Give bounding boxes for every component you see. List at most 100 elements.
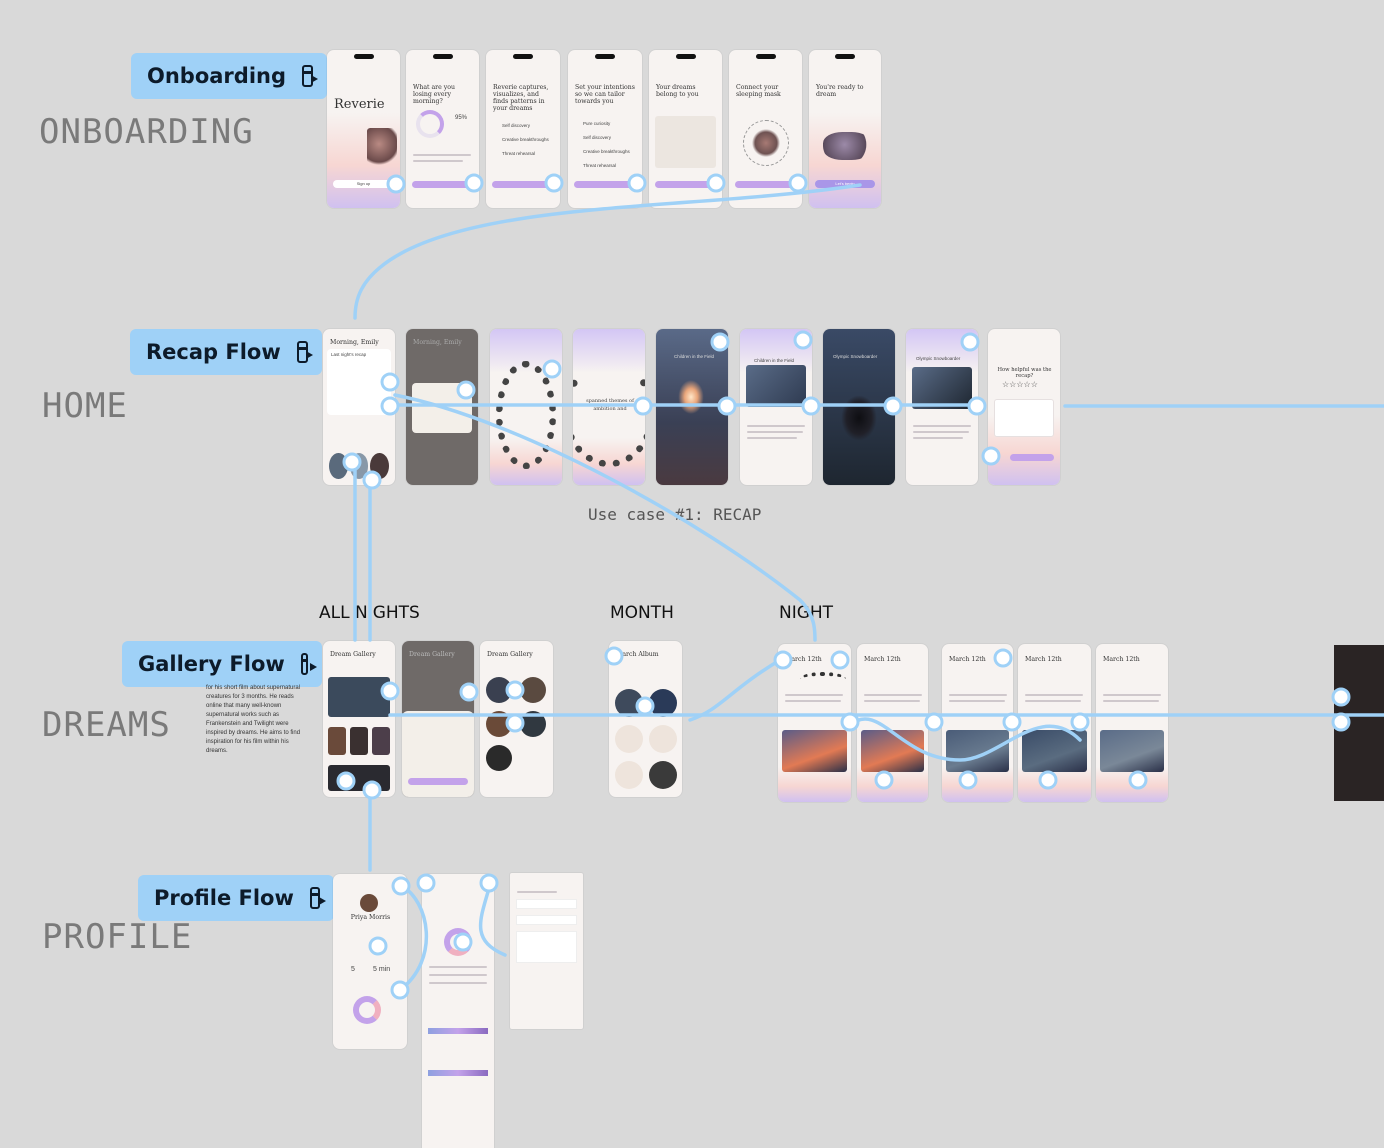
signup-button[interactable]: Sign up xyxy=(333,180,394,188)
apply-filter-button[interactable] xyxy=(408,778,468,785)
feedback-question: How helpful was the recap? xyxy=(997,367,1052,379)
play-flow-icon[interactable] xyxy=(300,653,318,675)
dream-circle[interactable] xyxy=(520,677,546,703)
rating-stars[interactable]: ☆☆☆☆☆ xyxy=(1002,380,1038,389)
snowboarder-image xyxy=(841,395,877,441)
dream-thumbnail[interactable] xyxy=(328,765,390,791)
feedback-textarea[interactable] xyxy=(994,399,1054,437)
play-flow-icon[interactable] xyxy=(302,65,318,87)
lets-begin-button[interactable]: Let's begin xyxy=(815,180,875,188)
recap-modal[interactable] xyxy=(412,383,472,433)
recap-card[interactable] xyxy=(327,349,391,415)
recap-screen-1[interactable]: Morning, Emily Last night's recap xyxy=(323,329,395,485)
settings-row[interactable] xyxy=(516,915,577,925)
onboarding-screen-3[interactable]: Reverie captures, visualizes, and finds … xyxy=(486,50,560,208)
gallery-screen-2[interactable]: Dream Gallery xyxy=(402,641,474,797)
submit-button[interactable] xyxy=(1010,454,1054,461)
recap-screen-6[interactable]: Children in the Field xyxy=(740,329,812,485)
play-flow-icon[interactable] xyxy=(309,887,327,909)
recap-screen-2[interactable]: Morning, Emily xyxy=(406,329,478,485)
recap-screen-8[interactable]: Olympic Snowboarder xyxy=(906,329,978,485)
screen-title: March 12th xyxy=(949,656,986,663)
settings-row[interactable] xyxy=(516,899,577,909)
flow-tag-onboarding[interactable]: Onboarding xyxy=(131,53,327,99)
recap-screen-4[interactable]: spanned themes of ambition and xyxy=(573,329,645,485)
intention-option[interactable]: Threat rehearsal xyxy=(583,163,617,168)
dream-carousel[interactable] xyxy=(496,361,556,469)
intention-option[interactable]: Creative breakthroughs xyxy=(583,149,630,154)
dream-circle[interactable] xyxy=(649,761,677,789)
benefit-item: Creative breakthroughs xyxy=(502,137,549,142)
dream-title: Children in the Field xyxy=(674,354,715,359)
night-screen-4[interactable]: March 12th xyxy=(1018,644,1091,802)
settings-screen[interactable] xyxy=(510,873,583,1029)
screen-title: Set your intentions so we can tailor tow… xyxy=(575,84,635,105)
phone-notch xyxy=(353,54,374,59)
onboarding-screen-5[interactable]: Your dreams belong to you xyxy=(649,50,722,208)
screen-title: You're ready to dream xyxy=(816,84,864,98)
column-heading-month: MONTH xyxy=(610,603,674,623)
flow-tag-profile[interactable]: Profile Flow xyxy=(138,875,334,921)
hotspot[interactable] xyxy=(924,712,944,732)
recap-screen-5[interactable]: Children in the Field xyxy=(656,329,728,485)
flow-tag-label: Profile Flow xyxy=(154,886,294,910)
dream-thumbnail[interactable] xyxy=(328,677,390,717)
gallery-screen-1[interactable]: Dream Gallery xyxy=(323,641,395,797)
continue-button[interactable] xyxy=(492,181,554,188)
section-label-onboarding: ONBOARDING xyxy=(39,112,254,152)
intention-option[interactable]: Self discovery xyxy=(583,135,612,140)
dream-thumbnail[interactable] xyxy=(350,727,368,755)
onboarding-screen-6[interactable]: Connect your sleeping mask xyxy=(729,50,802,208)
dream-circle[interactable] xyxy=(486,711,512,737)
onboarding-screen-2[interactable]: What are you losing every morning? 95% xyxy=(406,50,479,208)
play-flow-icon[interactable] xyxy=(296,341,314,363)
section-label-profile: PROFILE xyxy=(42,917,193,957)
onboarding-screen-1[interactable]: Reverie Sign up xyxy=(327,50,400,208)
profile-screen-2[interactable] xyxy=(422,874,494,1148)
continue-button[interactable] xyxy=(412,181,473,188)
dream-circle[interactable] xyxy=(615,725,643,753)
recap-screen-3[interactable] xyxy=(490,329,562,485)
night-screen-5[interactable]: March 12th xyxy=(1096,644,1168,802)
avatar[interactable] xyxy=(360,894,378,912)
screen-title: March 12th xyxy=(864,656,901,663)
flow-tag-label: Onboarding xyxy=(147,64,287,88)
night-screen-2[interactable]: March 12th xyxy=(857,644,928,802)
continue-button[interactable] xyxy=(574,181,636,188)
profile-screen-1[interactable]: Priya Morris 5 5 min xyxy=(333,874,407,1049)
dream-circle[interactable] xyxy=(486,677,512,703)
recap-screen-9[interactable]: How helpful was the recap? ☆☆☆☆☆ xyxy=(988,329,1060,485)
column-heading-all-nights: ALL NIGHTS xyxy=(319,603,420,623)
dream-circle[interactable] xyxy=(486,745,512,771)
theme-arc xyxy=(573,359,645,467)
continue-button[interactable] xyxy=(655,181,716,188)
settings-row[interactable] xyxy=(516,931,577,963)
dream-thumbnail[interactable] xyxy=(328,727,346,755)
onboarding-screen-7[interactable]: You're ready to dream Let's begin xyxy=(809,50,881,208)
recap-card-title: Last night's recap xyxy=(331,352,367,357)
night-screen-1[interactable]: March 12th xyxy=(778,644,851,802)
dream-circle[interactable] xyxy=(649,725,677,753)
dream-thumbnail[interactable] xyxy=(372,727,390,755)
flow-tag-recap[interactable]: Recap Flow xyxy=(130,329,322,375)
sleep-mask-image xyxy=(823,132,871,160)
dream-circle[interactable] xyxy=(649,689,677,717)
flow-tag-gallery[interactable]: Gallery Flow xyxy=(122,641,322,687)
dream-video[interactable] xyxy=(676,377,706,417)
dream-circle[interactable] xyxy=(520,711,546,737)
flow-tag-label: Recap Flow xyxy=(146,340,281,364)
continue-button[interactable] xyxy=(735,181,796,188)
screen-title: Morning, Emily xyxy=(413,339,462,346)
gallery-screen-4[interactable]: March Album xyxy=(609,641,682,797)
screen-title: March 12th xyxy=(1025,656,1062,663)
dream-circle[interactable] xyxy=(615,761,643,789)
screen-title: Your dreams belong to you xyxy=(656,84,699,98)
night-screen-3[interactable]: March 12th xyxy=(942,644,1013,802)
intention-option[interactable]: Pure curiosity xyxy=(583,121,611,126)
phone-notch xyxy=(835,54,855,59)
onboarding-screen-4[interactable]: Set your intentions so we can tailor tow… xyxy=(568,50,642,208)
gallery-screen-3[interactable]: Dream Gallery xyxy=(480,641,553,797)
recap-screen-7[interactable]: Olympic Snowboarder xyxy=(823,329,895,485)
dream-circle[interactable] xyxy=(615,689,643,717)
dream-image xyxy=(912,367,972,409)
